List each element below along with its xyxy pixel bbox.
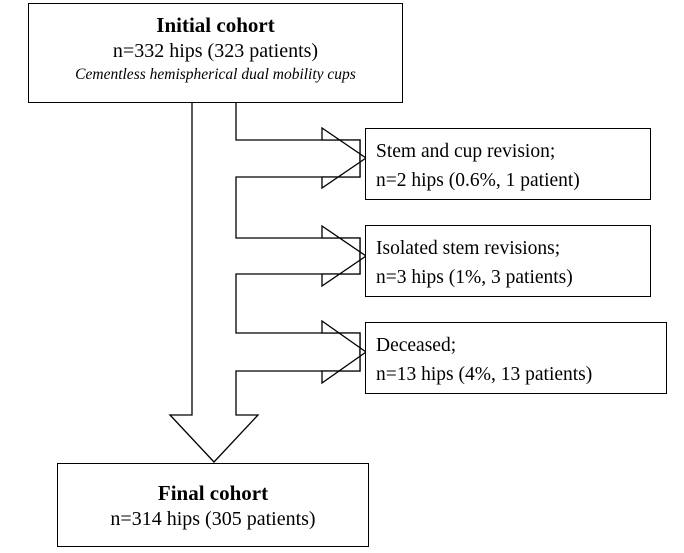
exclusion-box-deceased: Deceased; n=13 hips (4%, 13 patients) <box>365 322 667 394</box>
exclusion-count: n=2 hips (0.6%, 1 patient) <box>376 170 580 191</box>
exclusion-label: Deceased; <box>376 335 457 356</box>
final-cohort-title: Final cohort <box>157 481 269 505</box>
final-cohort-box: Final cohort n=314 hips (305 patients) <box>57 463 369 547</box>
exclusion-box-stem-revision: Isolated stem revisions; n=3 hips (1%, 3… <box>365 225 651 297</box>
main-flow-arrow <box>168 101 361 463</box>
final-cohort-count: n=314 hips (305 patients) <box>110 508 316 530</box>
initial-cohort-description: Cementless hemispherical dual mobility c… <box>75 66 356 83</box>
initial-cohort-box: Initial cohort n=332 hips (323 patients)… <box>28 3 403 103</box>
exclusion-count: n=3 hips (1%, 3 patients) <box>376 267 573 288</box>
exclusion-count: n=13 hips (4%, 13 patients) <box>376 364 593 385</box>
initial-cohort-count: n=332 hips (323 patients) <box>112 40 319 62</box>
exclusion-label: Isolated stem revisions; <box>376 238 561 259</box>
exclusion-label: Stem and cup revision; <box>376 141 556 162</box>
exclusion-box-stem-cup-revision: Stem and cup revision; n=2 hips (0.6%, 1… <box>365 128 651 200</box>
exclusion-arrow-3 <box>321 319 368 385</box>
exclusion-arrow-2 <box>321 224 368 288</box>
exclusion-arrow-1 <box>321 126 368 190</box>
initial-cohort-title: Initial cohort <box>156 13 275 37</box>
